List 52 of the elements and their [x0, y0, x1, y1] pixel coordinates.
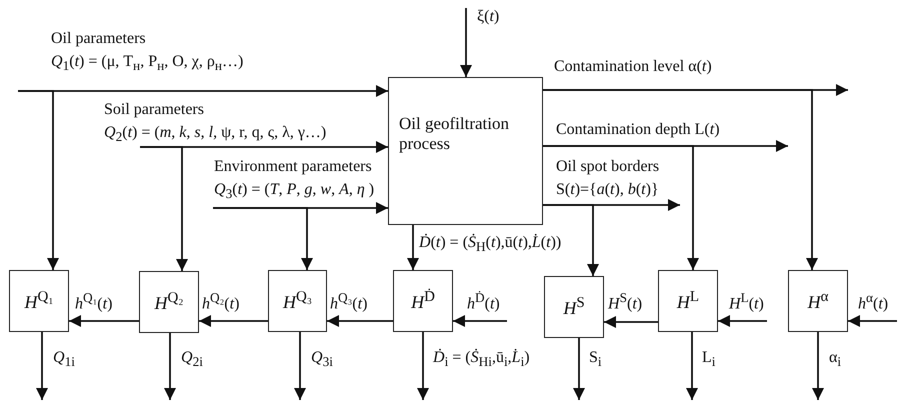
- arrow: [164, 333, 176, 400]
- signal-heading: Environment parameters: [213, 158, 373, 176]
- block-box: [9, 270, 69, 332]
- block-box: [268, 270, 327, 332]
- box-label: H$^{S}$: [563, 294, 585, 320]
- box-label: H$^{Q₂}$: [154, 289, 184, 315]
- arrow: [573, 338, 585, 400]
- block-box: [658, 270, 718, 332]
- edge-label: S(t)={a(t), b(t)}: [555, 181, 660, 199]
- box-label: Oil geofiltration process: [399, 114, 510, 155]
- arrow: [417, 332, 429, 400]
- arrow: [294, 332, 306, 400]
- arrow: [199, 315, 268, 327]
- arrow: [18, 90, 59, 270]
- signal-heading: Oil spot borders: [555, 158, 660, 176]
- edge-label: ξ(t): [476, 8, 500, 26]
- arrow: [407, 225, 419, 270]
- arrow: [543, 145, 699, 270]
- box-label: H$^{Q₃}$: [282, 288, 312, 314]
- block-box: [393, 270, 453, 332]
- edge-label: Contamination level α(t): [553, 58, 713, 76]
- box-label: H$^{Q₁}$: [24, 288, 54, 314]
- edge-label: h$^{Ḋ}$(t): [466, 291, 501, 313]
- arrow: [453, 315, 507, 327]
- block-box: [788, 270, 848, 332]
- arrow: [543, 89, 818, 270]
- block-box: [544, 276, 604, 338]
- arrow: [460, 8, 472, 77]
- edge-label: h$^{Q₃}$(t): [329, 291, 368, 313]
- edge-label: Contamination depth L(t): [555, 121, 721, 139]
- process-box: [388, 77, 543, 225]
- arrow: [604, 316, 658, 328]
- arrow: [140, 146, 188, 271]
- arrow: [718, 315, 767, 327]
- arrow: [213, 207, 313, 270]
- arrow: [543, 204, 599, 276]
- signal-heading: Oil parameters: [50, 30, 147, 48]
- signal-heading: Soil parameters: [103, 101, 205, 119]
- edge-label: h$^{Q₁}$(t): [74, 291, 114, 313]
- edge-label: H$^{S}$(t): [607, 291, 644, 313]
- arrow: [848, 315, 897, 327]
- arrow: [69, 315, 139, 327]
- edge-label: H$^{L}$(t): [728, 291, 765, 313]
- arrow: [686, 332, 698, 400]
- box-label: H$^{Ḋ}$: [411, 288, 435, 314]
- arrow: [327, 315, 393, 327]
- edge-label: h$^{Q₂}$(t): [201, 291, 240, 313]
- arrow: [812, 332, 824, 400]
- block-box: [139, 271, 199, 333]
- box-label: H$^{L}$: [676, 288, 700, 314]
- box-label: H$^{α}$: [808, 288, 828, 314]
- arrow: [36, 332, 48, 400]
